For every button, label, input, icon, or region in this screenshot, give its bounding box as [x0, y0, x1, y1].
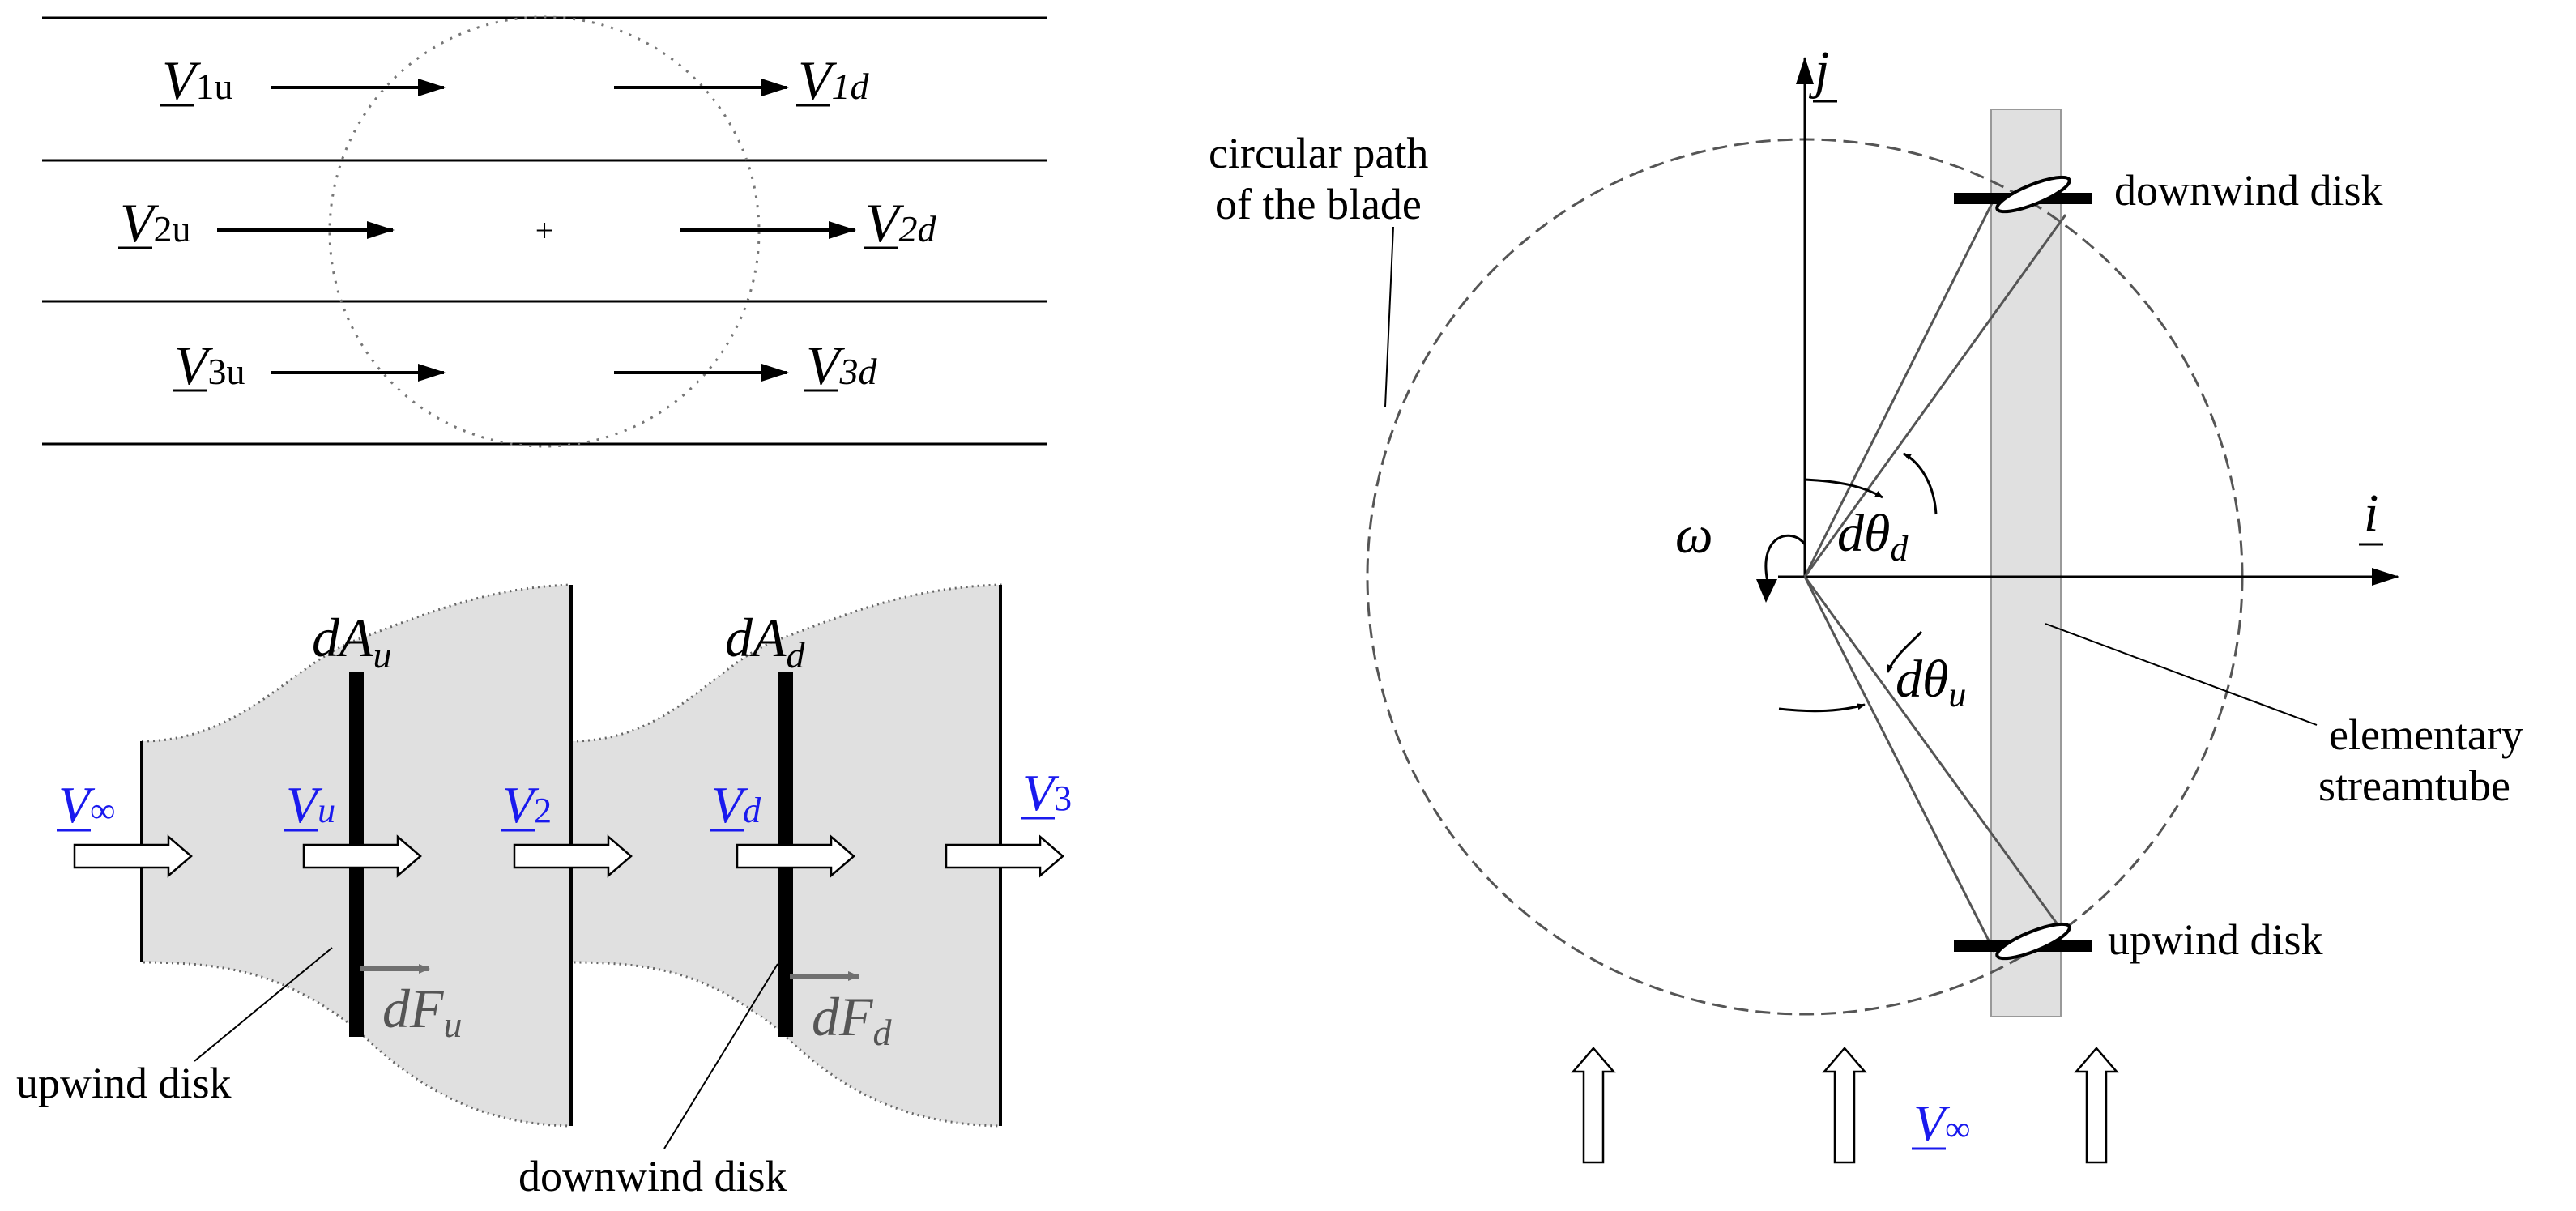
label-dFd: dFd — [812, 986, 893, 1053]
flow-arrow — [736, 834, 855, 878]
flow-arrow-up — [1822, 1047, 1867, 1164]
label-i: i — [2364, 484, 2378, 543]
angle-arc-u2 — [1886, 630, 1923, 673]
leader-line — [1384, 226, 1394, 407]
angle-arc-d2 — [1903, 452, 1938, 515]
blade-airfoil-icon — [1995, 922, 2071, 961]
label-vd: Vd — [711, 776, 761, 834]
label-dtheta-d: dθd — [1837, 504, 1909, 569]
radial-line — [1803, 576, 2067, 936]
label-elementary: elementary — [2329, 710, 2523, 759]
radial-line — [1803, 214, 2067, 578]
flow-arrow — [945, 834, 1064, 878]
label-streamtube: streamtube — [2318, 761, 2510, 810]
label-dAd: dAd — [725, 607, 806, 676]
label-vu: Vu — [286, 776, 335, 834]
label-of-the-blade: of the blade — [1215, 180, 1422, 228]
label-v3d: V3d — [806, 335, 878, 396]
rotor-geometry-panel: ω dθd dθu j i circular path of the blade… — [1209, 41, 2523, 1164]
double-disk-panel: dAu dAd V∞ Vu V2 Vd V3 dFu dFd — [16, 583, 1072, 1200]
flow-arrow-up — [2074, 1047, 2119, 1164]
blade-airfoil-icon — [1995, 175, 2071, 214]
rotation-arrowhead — [1756, 579, 1777, 603]
label-omega: ω — [1675, 505, 1713, 565]
label-j: j — [1808, 41, 1829, 100]
label-v2d: V2d — [865, 192, 937, 254]
leader-line — [2045, 623, 2318, 726]
label-dAu: dAu — [312, 607, 392, 676]
label-circular-path: circular path — [1209, 129, 1428, 177]
streamline-panel: + V1u V2u V3u V1d V2d V3d — [42, 15, 1047, 448]
flow-arrow — [73, 834, 193, 878]
label-v2: V2 — [502, 776, 552, 834]
label-downwind-disk-right: downwind disk — [2114, 166, 2383, 215]
angle-arc-d — [1804, 478, 1883, 499]
angle-arc-u — [1778, 703, 1866, 713]
label-dFu: dFu — [382, 978, 463, 1045]
leader-line — [194, 947, 333, 1062]
label-v-inf-left: V∞ — [58, 776, 115, 834]
label-v2u: V2u — [120, 192, 191, 254]
label-v1u: V1u — [162, 49, 233, 111]
flow-arrow — [302, 834, 422, 878]
label-v1d: V1d — [798, 49, 870, 111]
flow-arrow-up — [1571, 1047, 1616, 1164]
label-v3: V3 — [1022, 764, 1072, 821]
leader-line — [663, 963, 778, 1149]
label-downwind-disk: downwind disk — [518, 1152, 787, 1200]
flow-arrow — [513, 834, 633, 878]
label-v3u: V3u — [174, 335, 245, 396]
rotation-arrow — [1764, 534, 1806, 582]
radial-line — [1803, 576, 1996, 953]
label-v-inf-right: V∞ — [1913, 1094, 1970, 1152]
label-upwind-disk-right: upwind disk — [2108, 915, 2323, 964]
label-dtheta-u: dθu — [1896, 650, 1966, 714]
radial-line — [1803, 198, 1996, 578]
center-mark: + — [535, 212, 554, 249]
label-upwind-disk: upwind disk — [16, 1059, 232, 1107]
elementary-streamtube — [1990, 109, 2062, 1017]
